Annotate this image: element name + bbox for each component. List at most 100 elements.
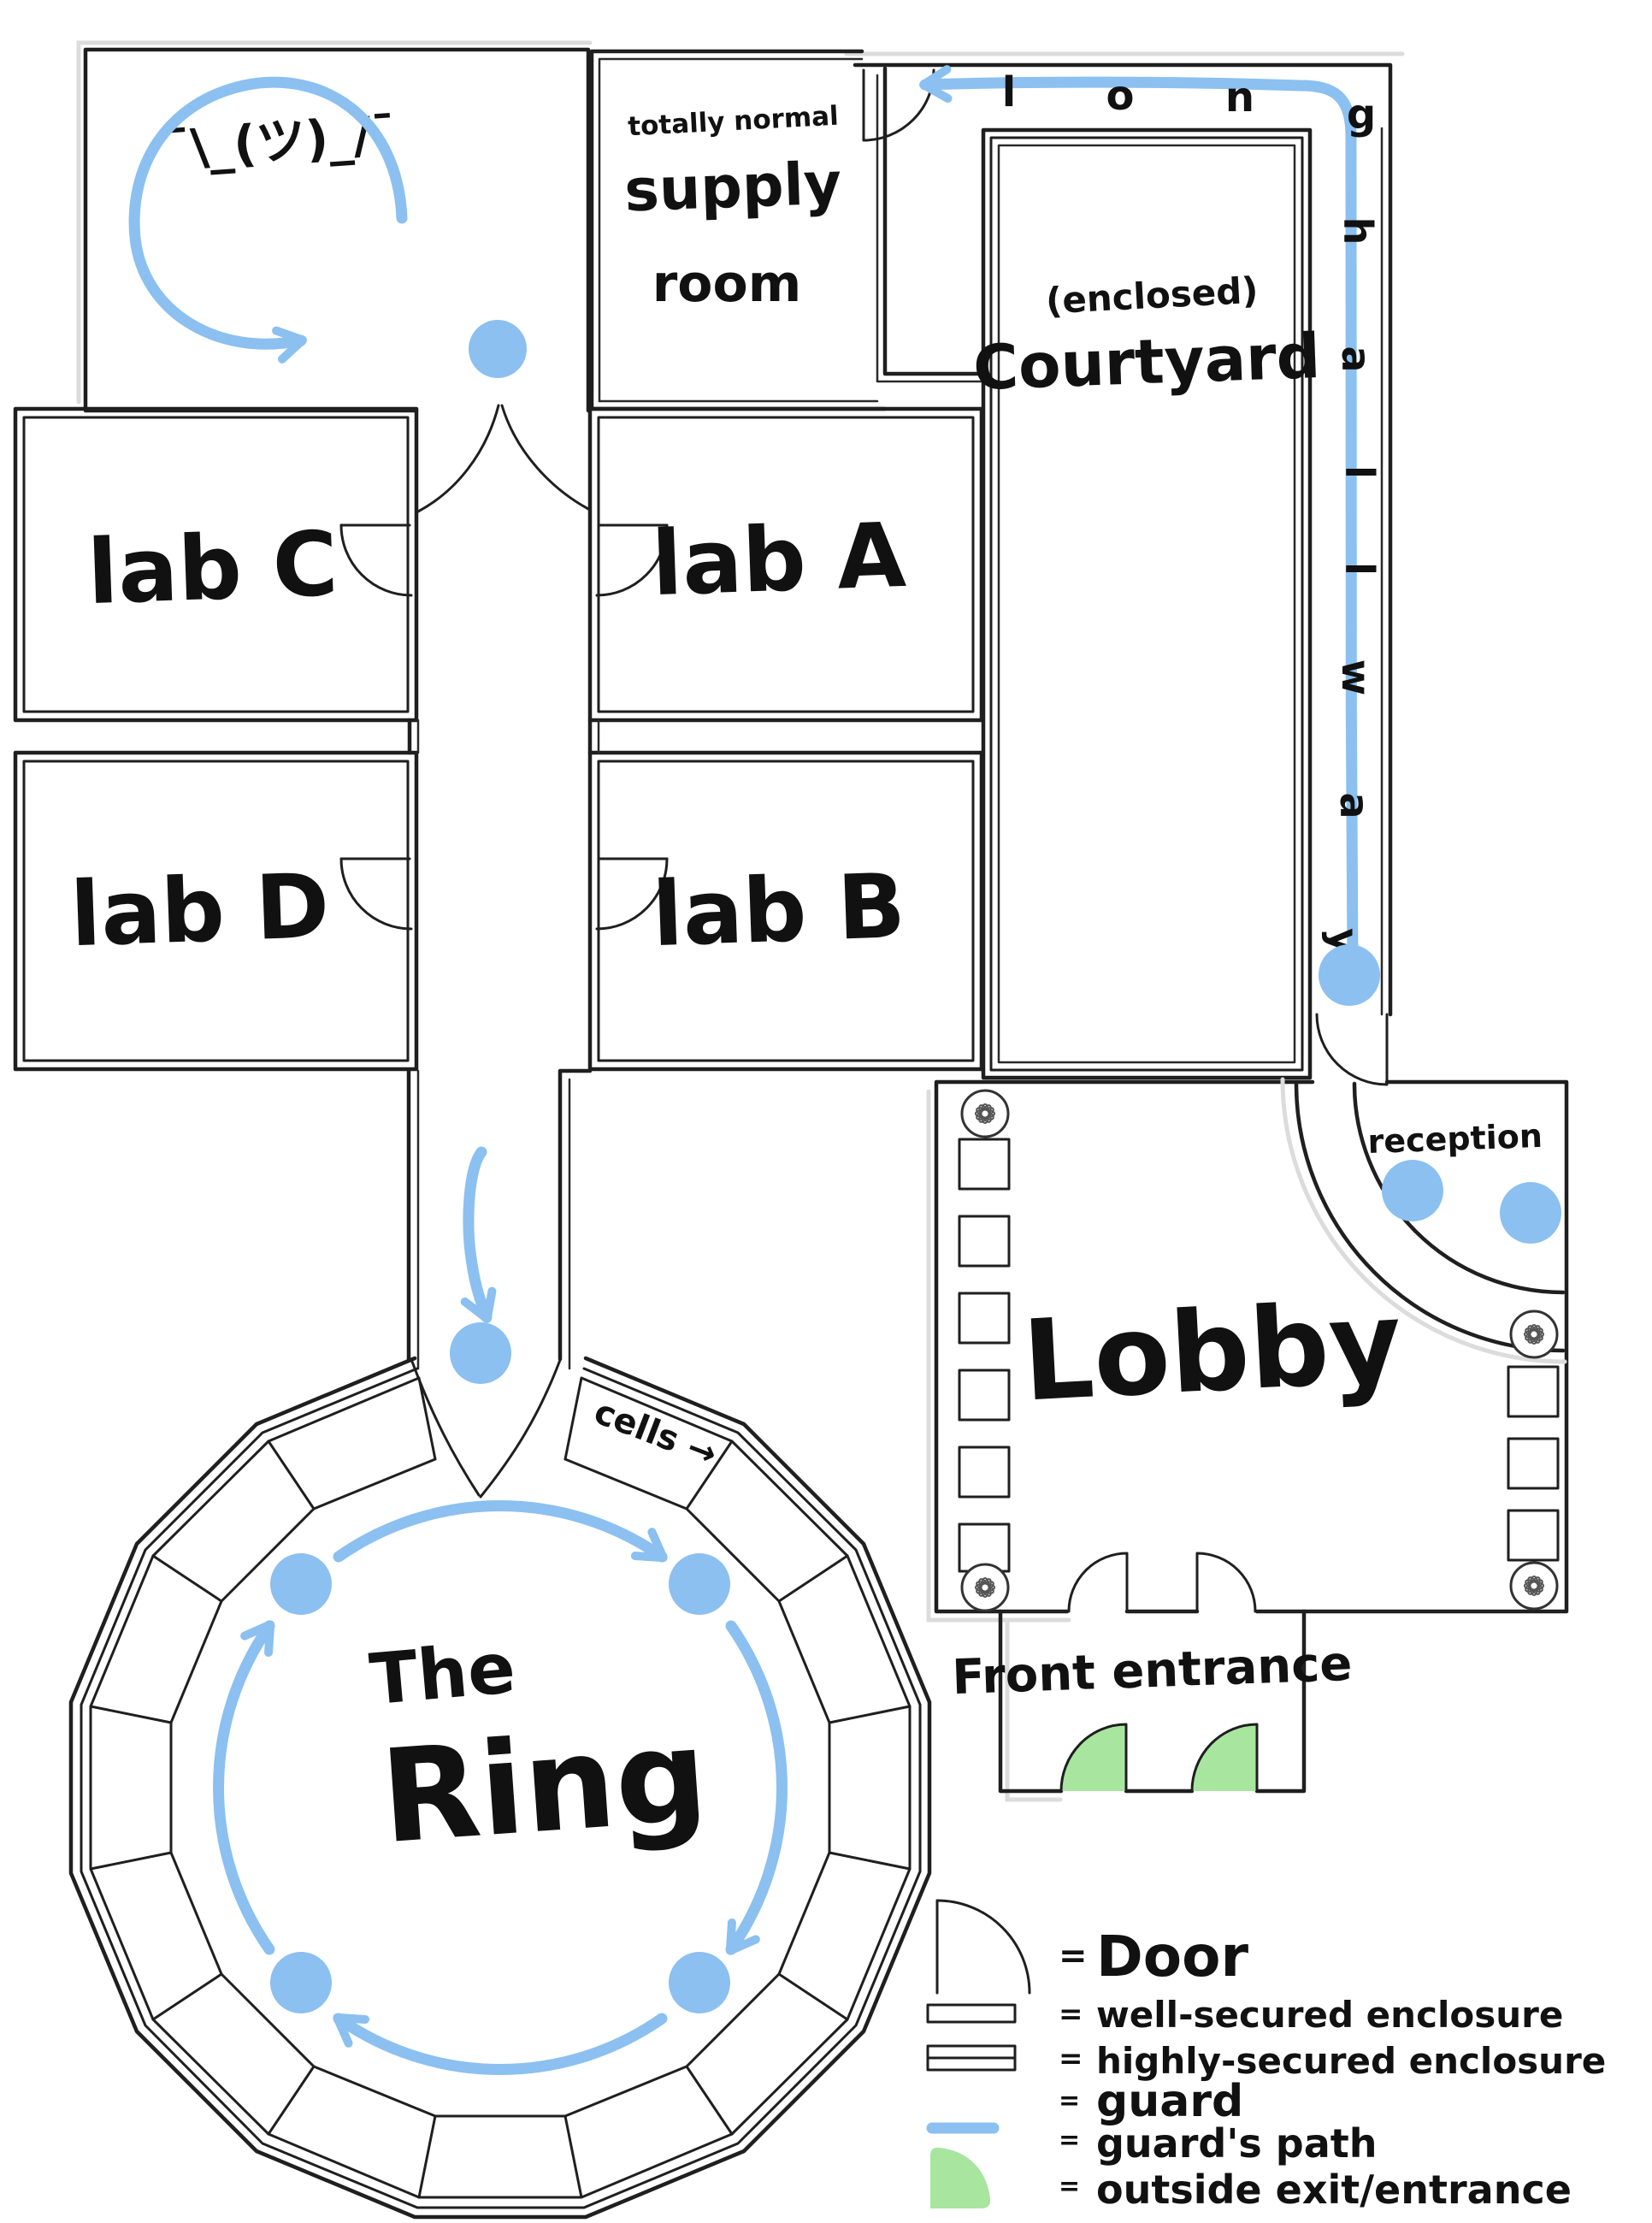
guard-dot [669,1553,730,1615]
supply-label-2: room [652,254,802,314]
legend-row-guard: = guard [1059,2076,1243,2127]
reception-label: reception [1367,1117,1543,1161]
plant-icon [960,1089,1010,1138]
plant-icon [1509,1310,1559,1359]
lab-d-label: lab D [68,854,331,967]
ring-cell-inner-wall [169,1457,831,2118]
guard-path-loop [128,76,408,364]
guard-path-corridor [460,1146,497,1323]
hallway-letter: a [1331,792,1378,819]
green-exit-icon [930,2147,991,2208]
corridor-funnel [500,404,590,511]
equals-sign: = [1059,1997,1083,2031]
equals-sign: = [1059,2086,1080,2116]
hallway-letter: g [1347,91,1376,139]
wall-shadows [76,40,1405,1802]
front-entrance-label: Front entrance [951,1636,1353,1706]
door-arc [1195,1552,1257,1613]
supply-label-1: supply [623,151,842,226]
exit-door-green [1192,1724,1257,1791]
room-courtyard: (enclosed) Courtyard [972,127,1322,1080]
hallway-letter: l [1336,465,1383,479]
door-icon [935,1899,1031,1995]
guard-path-ring [213,1500,788,2075]
equals-sign: = [1059,2042,1083,2076]
legend-label: highly-secured enclosure [1096,2040,1606,2082]
plant-icon [960,1563,1010,1612]
legend-label: guard's path [1096,2120,1378,2167]
legend-label: well-secured enclosure [1096,1994,1563,2036]
double-wall-icon [926,2003,1017,2024]
ring: cells → The Ring [68,1356,932,2220]
door-arc [339,857,413,931]
legend-row-door: = Door [935,1899,1248,1995]
courtyard-note: (enclosed) [1045,269,1260,322]
ring-title-ring: Ring [376,1701,711,1872]
ring-cell-dividers [89,1376,912,2199]
legend-row-highly-secured: = highly-secured enclosure [926,2040,1606,2082]
lab-a: lab A [587,406,984,723]
corridor-funnel [416,404,500,513]
hallway-letter: a [1333,346,1379,372]
corridor [406,404,600,1499]
guard-dot [1500,1182,1561,1244]
door-arc [1059,1723,1128,1793]
lab-c: lab C [13,406,419,723]
lab-b-label: lab B [651,854,907,967]
door-arc [1190,1723,1259,1793]
reception-desk [1352,1081,1566,1295]
legend-row-guard-path: = guard's path [926,2120,1378,2167]
lab-c-label: lab C [86,511,339,624]
legend-row-outside-exit: = outside exit/entrance [930,2147,1572,2213]
front-entrance: Front entrance [951,1609,1353,1794]
hallway-letter: w [1333,659,1379,696]
corridor-funnel [479,1358,562,1499]
lab-a-label: lab A [650,503,907,616]
lab-b: lab B [587,750,984,1072]
guard-dot [270,1553,332,1615]
ring-outer-wall [80,1367,922,2209]
hallway-letter: l [1336,562,1383,576]
lobby-label: Lobby [1019,1277,1404,1427]
legend-label: guard [1096,2076,1243,2127]
guard-dot [469,320,527,378]
supply-note: totally normal [627,101,839,143]
cells-label: cells → [589,1392,723,1475]
legend-row-well-secured: = well-secured enclosure [926,1994,1563,2036]
door-arc [339,523,413,597]
room-loop: ¯\_(ツ)_/¯ [83,47,591,413]
guard-dot [1319,944,1380,1006]
door-arc [595,523,669,597]
legend-label: Door [1096,1924,1248,1989]
hallway-letter: n [1225,74,1254,121]
ring-outer-wall [68,1356,932,2220]
guard-dot [1382,1160,1443,1221]
guard-dot [450,1322,511,1384]
hallway-letter: l [1002,68,1016,116]
lobby-seats-left [958,1089,1011,1612]
door-arc [1067,1552,1129,1613]
courtyard-label: Courtyard [972,320,1322,404]
ring-outer-wall [89,1376,912,2199]
exit-door-green [1061,1724,1126,1791]
lobby: reception Lobby [934,1077,1569,1614]
room-supply: totally normal supply room [589,49,986,411]
reception-desk [1294,1081,1566,1353]
guard-dot [270,1952,332,2013]
legend: = Door = well-secured enclosure = highly… [926,1899,1606,2213]
hallway: l o n g h a l l w a y [853,62,1393,1086]
ring-title-the: The [367,1628,519,1721]
equals-sign: = [1059,1936,1088,1976]
lobby-seats-right [1507,1310,1560,1611]
guard-dot [669,1952,730,2013]
hallway-letter: o [1106,72,1135,120]
equals-sign: = [1059,2172,1080,2202]
equals-sign: = [1059,2125,1080,2155]
plant-icon [1509,1561,1559,1611]
lab-d: lab D [13,750,419,1072]
door-arc [1315,1013,1389,1086]
hallway-letter: h [1335,217,1381,245]
corridor-funnel [410,1360,481,1497]
guard-path-hallway [919,65,1359,974]
